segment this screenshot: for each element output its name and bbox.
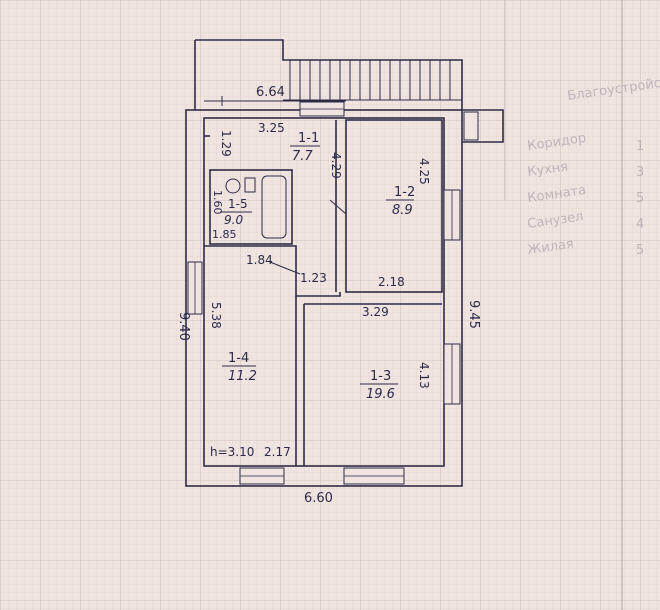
legend-number-4: 4 bbox=[636, 217, 644, 232]
dim-room-1-5-width: 1.85 bbox=[212, 228, 237, 241]
bathtub bbox=[261, 175, 287, 239]
room-1-4-area: 11.2 bbox=[228, 369, 257, 384]
legend-number-5: 5 bbox=[636, 243, 644, 258]
dim-room-1-2-width: 2.18 bbox=[378, 275, 405, 289]
dim-room-1-1-height: 1.29 bbox=[219, 130, 233, 157]
sink bbox=[244, 177, 256, 193]
dim-room-1-4-width: 2.17 bbox=[264, 445, 291, 459]
dim-left: 9.40 bbox=[176, 312, 191, 341]
room-1-5-area: 9.0 bbox=[224, 213, 243, 227]
room-1-5-id: 1-5 bbox=[228, 197, 248, 211]
dim-room-1-3-width: 3.29 bbox=[362, 305, 389, 319]
room-1-5-walls bbox=[209, 169, 293, 245]
legend-number-2: 3 bbox=[636, 165, 644, 180]
dim-room-1-4-height: 5.38 bbox=[209, 302, 223, 329]
legend-number-1: 1 bbox=[636, 139, 644, 154]
legend-number-3: 5 bbox=[636, 191, 644, 206]
dim-room-1-5-height: 1.60 bbox=[211, 190, 224, 215]
legend-line-5: Жилая bbox=[526, 237, 574, 258]
legend-line-2: Кухня bbox=[526, 159, 569, 180]
toilet bbox=[225, 178, 241, 194]
dim-room-1-1-width: 3.25 bbox=[258, 121, 285, 135]
room-1-3-area: 19.6 bbox=[366, 387, 395, 402]
inner-wall-outline bbox=[203, 117, 445, 467]
window-mullions bbox=[194, 108, 453, 477]
dim-bottom: 6.60 bbox=[304, 491, 333, 506]
bathroom-fixtures bbox=[225, 175, 287, 239]
dim-corridor-step: 1.23 bbox=[300, 271, 327, 285]
dim-right: 9.45 bbox=[466, 300, 481, 329]
dim-room-1-1-side: 4.29 bbox=[329, 152, 343, 179]
room-1-2-id: 1-2 bbox=[394, 185, 415, 200]
stairs-hatching bbox=[283, 60, 462, 101]
window-porch bbox=[463, 111, 479, 141]
room-1-3-id: 1-3 bbox=[370, 369, 391, 384]
dim-corridor-width: 1.84 bbox=[246, 253, 273, 267]
room-1-1-id: 1-1 bbox=[298, 131, 319, 146]
room-1-2-walls bbox=[345, 119, 443, 293]
dim-room-1-2-height: 4.25 bbox=[417, 158, 431, 185]
room-1-1-area: 7.7 bbox=[292, 149, 313, 164]
porch-outline bbox=[195, 39, 504, 143]
ceiling-height: h=3.10 bbox=[210, 445, 254, 459]
dimension-lines bbox=[204, 96, 347, 275]
dim-top: 6.64 bbox=[256, 85, 285, 100]
walls bbox=[185, 39, 504, 487]
dim-room-1-3-height: 4.13 bbox=[417, 362, 431, 389]
room-1-2-area: 8.9 bbox=[392, 203, 413, 218]
room-1-4-id: 1-4 bbox=[228, 351, 249, 366]
